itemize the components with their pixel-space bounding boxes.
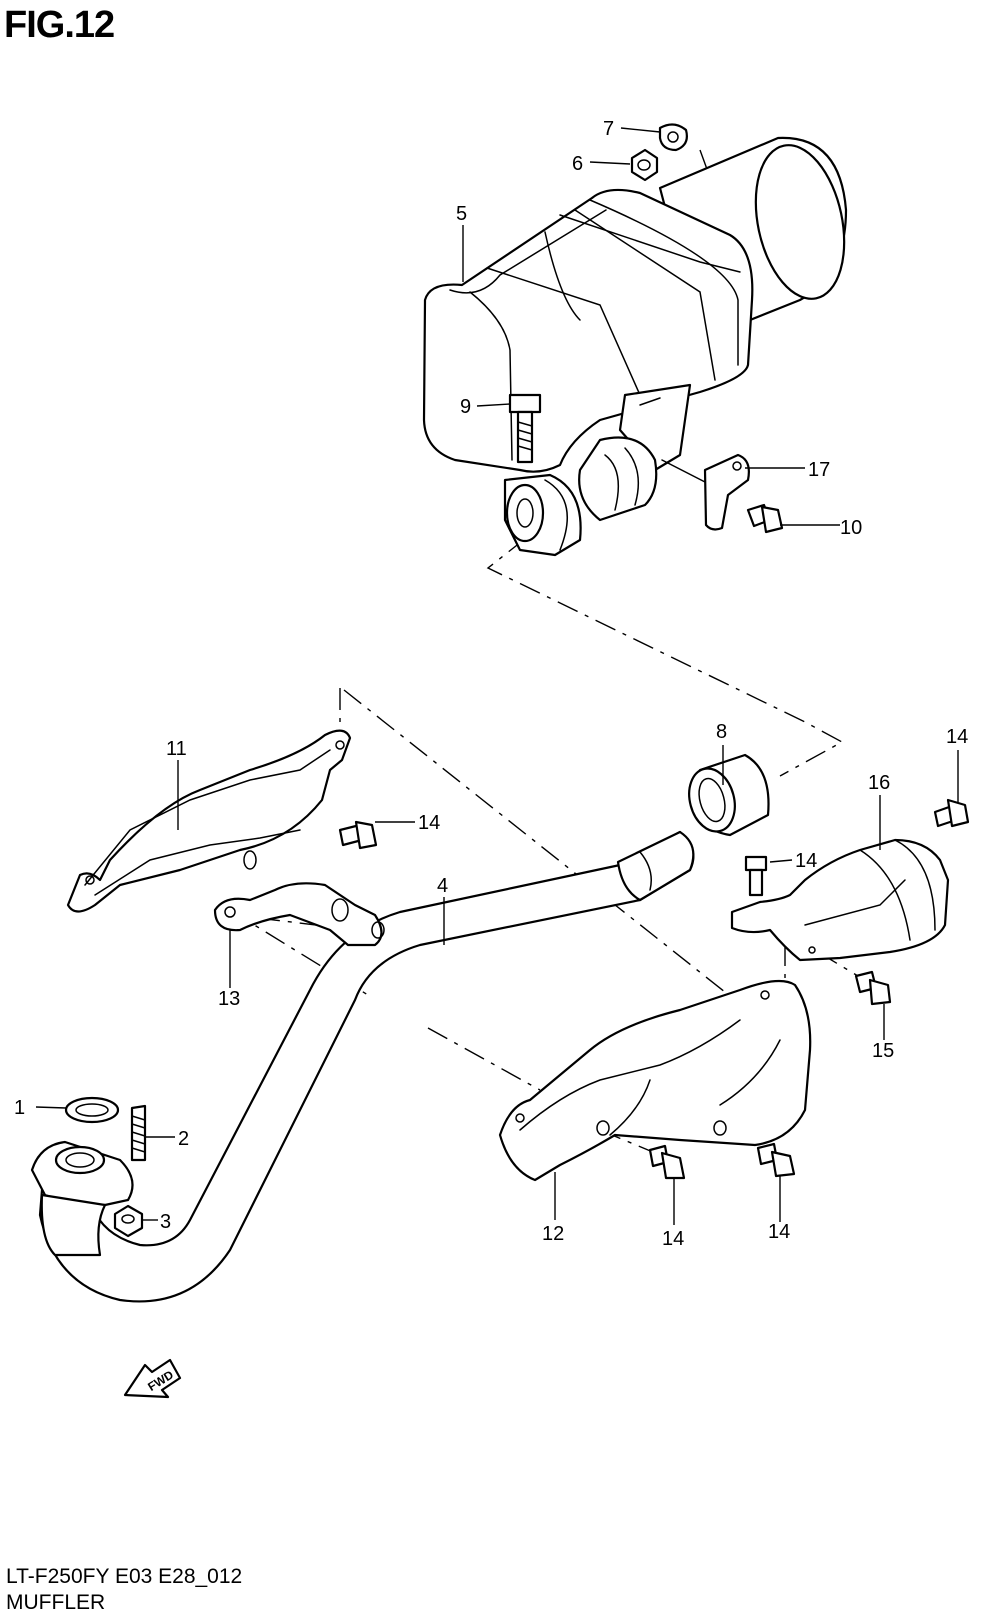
callout-10: 10 <box>840 517 862 539</box>
callout-4: 4 <box>437 875 448 897</box>
bolt-14-lower-right <box>756 1142 796 1178</box>
bracket-bolt <box>746 503 784 534</box>
callout-12: 12 <box>542 1223 564 1245</box>
callout-14-middle: 14 <box>795 850 817 872</box>
callout-3: 3 <box>160 1211 171 1233</box>
callout-17: 17 <box>808 459 830 481</box>
muffler-bolt <box>508 393 542 464</box>
figure-title: FIG.12 <box>4 4 115 46</box>
callout-6: 6 <box>572 153 583 175</box>
callout-13: 13 <box>218 988 240 1010</box>
muffler-nut <box>630 148 659 182</box>
callout-14-upper-left: 14 <box>418 812 440 834</box>
muffler-bracket <box>661 453 750 531</box>
callout-16: 16 <box>868 772 890 794</box>
callout-11: 11 <box>166 738 187 760</box>
callout-5: 5 <box>456 203 467 225</box>
callout-14-lower-right: 14 <box>768 1221 790 1243</box>
heat-shield-left <box>66 729 352 913</box>
muffler-grommet <box>658 123 688 152</box>
callout-leaders <box>35 127 959 1225</box>
bolt-14-middle <box>744 855 768 897</box>
model-code: LT-F250FY E03 E28_012 <box>6 1565 243 1588</box>
callout-1: 1 <box>14 1097 25 1119</box>
callout-14-lower-left: 14 <box>662 1228 684 1250</box>
bolt-14-lower-left <box>648 1144 686 1180</box>
pipe-bracket <box>213 882 385 947</box>
flange-nut <box>113 1204 144 1238</box>
heat-shield-right <box>730 838 950 962</box>
heat-shield-lower <box>498 979 812 1182</box>
section-name: MUFFLER <box>6 1591 106 1614</box>
callout-7: 7 <box>603 118 614 140</box>
bolt-14-right <box>933 798 970 828</box>
muffler-body <box>422 136 848 557</box>
pipe-flange-gasket <box>64 1096 120 1124</box>
callout-14-right: 14 <box>946 726 968 748</box>
callout-15: 15 <box>872 1040 894 1062</box>
bolt-14-upper-left <box>338 820 378 850</box>
callout-8: 8 <box>716 721 727 743</box>
callout-2: 2 <box>178 1128 189 1150</box>
stud-bolt <box>130 1104 147 1162</box>
callout-9: 9 <box>460 396 471 418</box>
pipe-gasket <box>688 753 770 837</box>
forward-direction-arrow: FWD <box>123 1358 182 1399</box>
callout-labels: 1 2 3 4 5 6 7 8 9 10 11 12 13 14 14 14 1… <box>14 118 968 1250</box>
exhaust-pipe <box>30 830 695 1303</box>
bolt-15 <box>854 970 892 1006</box>
